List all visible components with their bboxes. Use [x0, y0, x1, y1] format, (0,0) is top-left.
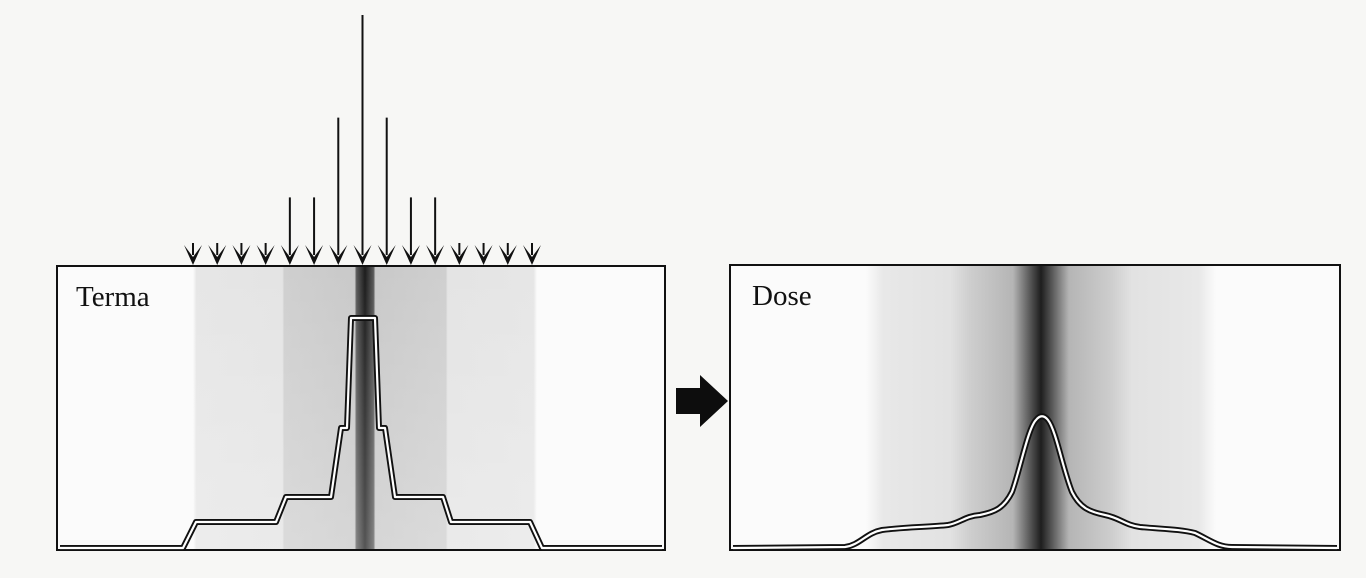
down-arrow-icon — [232, 245, 251, 265]
down-arrow-icon — [450, 245, 469, 265]
down-arrow-icon — [305, 245, 324, 265]
down-arrow-icon — [401, 245, 420, 265]
dose-beam-shading — [866, 266, 1216, 550]
terma-depth-fade — [193, 267, 537, 550]
terma-label: Terma — [76, 281, 150, 313]
down-arrow-icon — [377, 245, 396, 265]
down-arrow-icon — [498, 245, 517, 265]
down-arrow-icon — [474, 245, 493, 265]
beamlet-arrows — [184, 15, 541, 265]
down-arrow-icon — [280, 245, 299, 265]
down-arrow-icon — [329, 245, 348, 265]
down-arrow-icon — [208, 245, 227, 265]
down-arrow-icon — [426, 245, 445, 265]
down-arrow-icon — [256, 245, 275, 265]
dose-label: Dose — [752, 280, 812, 312]
down-arrow-icon — [523, 245, 541, 265]
terma-panel: Terma — [56, 265, 666, 551]
down-arrow-icon — [184, 245, 202, 265]
right-arrow-icon — [676, 375, 728, 427]
down-arrow-icon — [353, 245, 372, 265]
dose-panel: Dose — [729, 264, 1341, 551]
